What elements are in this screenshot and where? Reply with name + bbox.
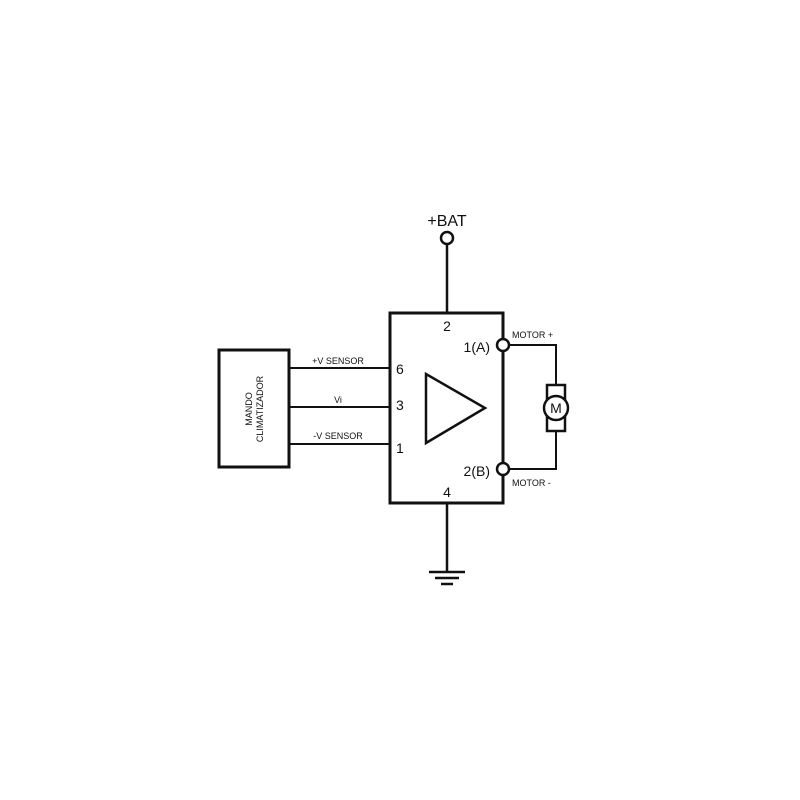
supply-label: +BAT	[427, 213, 467, 230]
pin-label-2b: 2(B)	[464, 463, 490, 479]
pin-label-1: 1	[396, 440, 404, 456]
climate-controller-box	[217, 348, 291, 469]
motor-wire-negative	[509, 431, 557, 470]
signal-label-vi: Vi	[334, 395, 342, 405]
supply-terminal	[439, 230, 455, 246]
climate-controller-label: MANDO CLIMATIZADOR	[244, 375, 265, 442]
amplifier-symbol	[424, 371, 488, 446]
controller-label-line2: CLIMATIZADOR	[255, 375, 265, 442]
motor-symbol-label: M	[550, 400, 562, 416]
motor-positive-label: MOTOR +	[512, 330, 553, 340]
signal-label-v-sensor-pos: +V SENSOR	[312, 356, 364, 366]
pin-label-4: 4	[443, 484, 451, 500]
motor-wire-positive	[509, 344, 557, 385]
ground-symbol-icon	[429, 570, 465, 586]
pin-label-2: 2	[443, 318, 451, 334]
pin-label-6: 6	[396, 361, 404, 377]
controller-label-line1: MANDO	[244, 392, 254, 426]
pin-label-1a: 1(A)	[464, 339, 490, 355]
motor-terminal-a	[495, 337, 511, 353]
motor-icon: M	[542, 383, 570, 433]
signal-label-v-sensor-neg: -V SENSOR	[313, 431, 363, 441]
pin-label-3: 3	[396, 397, 404, 413]
motor-negative-label: MOTOR -	[512, 478, 551, 488]
motor-terminal-b	[495, 461, 511, 477]
